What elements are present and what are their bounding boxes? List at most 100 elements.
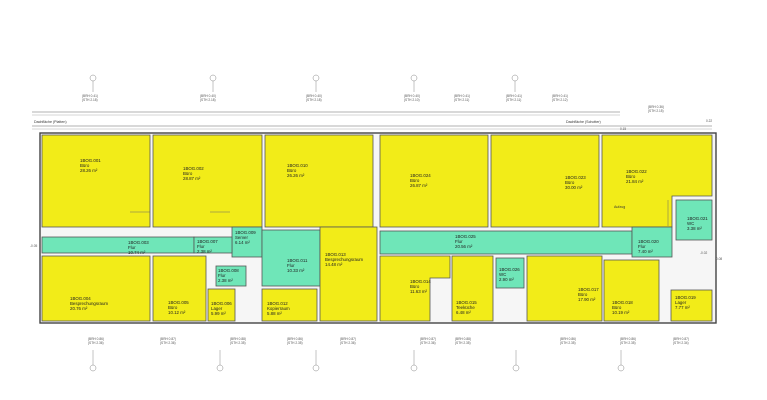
room-name: Besprechungsraum xyxy=(325,257,363,262)
room-id: 1BOG.013 xyxy=(325,252,346,257)
room-id: 1BOG.026 xyxy=(499,267,520,272)
bottom-level-b: (STH 2.36) xyxy=(420,341,436,345)
level-mark: 0.22 xyxy=(706,119,712,123)
office-002[interactable]: 1BOG.002 Büro 28.87 m² xyxy=(152,134,263,228)
top-level-a: (BRH 0.41) xyxy=(552,94,568,98)
office-023[interactable]: 1BOG.023 Büro 30.00 m² xyxy=(490,134,600,228)
room-area: 7.40 m² xyxy=(638,249,653,254)
bottom-level-annotations: (BRH 0.86) (STH 2.36) (BRH 0.87) (STH 2.… xyxy=(88,337,689,345)
bottom-level-b: (STH 2.35) xyxy=(230,341,246,345)
office-001[interactable]: 1BOG.001 Büro 28.26 m² xyxy=(41,134,151,228)
wc-026[interactable]: 1BOG.026 WC 2.90 m² xyxy=(495,257,525,289)
top-level-a: (BRH 0.40) xyxy=(404,94,420,98)
room-name: Büro xyxy=(183,171,193,176)
bottom-level-a: (BRH 0.88) xyxy=(230,337,246,341)
office-017[interactable]: 1BOG.017 Büro 17.90 m² xyxy=(526,255,603,322)
office-010[interactable]: 1BOG.010 Büro 26.26 m² xyxy=(264,134,374,228)
room-area: 10.74 m² xyxy=(128,250,146,255)
room-name: WC xyxy=(687,221,694,226)
room-id: 1BOG.004 xyxy=(70,296,91,301)
level-mark: 0.08 xyxy=(716,257,722,261)
storage-019[interactable]: 1BOG.019 Lager 7.77 m² xyxy=(670,289,713,322)
room-id: 1BOG.021 xyxy=(687,216,708,221)
room-area: 7.77 m² xyxy=(675,305,690,310)
top-level-b: (STH 2.11) xyxy=(454,98,469,102)
office-024[interactable]: 1BOG.024 Büro 26.87 m² xyxy=(379,134,489,228)
room-name: Lager xyxy=(675,300,687,305)
room-id: 1BOG.019 xyxy=(675,295,696,300)
corridor-003[interactable]: 1BOG.003 Flur 10.74 m² xyxy=(41,236,195,255)
corridor-007[interactable]: 1BOG.007 Flur 2.38 m² xyxy=(193,236,233,254)
room-id: 1BOG.006 xyxy=(211,301,232,306)
top-level-b: (STH 2.10) xyxy=(404,98,420,102)
bottom-level-a: (BRH 0.88) xyxy=(455,337,471,341)
room-name: Büro xyxy=(287,168,297,173)
room-name: Büro xyxy=(578,292,588,297)
window-bands xyxy=(41,200,669,227)
level-mark: -0.02 xyxy=(700,251,707,255)
room-name: Flur xyxy=(197,244,205,249)
room-name: WC xyxy=(499,272,506,277)
room-id: 1BOG.010 xyxy=(287,163,308,168)
room-id: 1BOG.015 xyxy=(456,300,477,305)
roof-note-left: Dachfläche (Platten) xyxy=(34,120,67,124)
top-level-annotations: (BRH 0.41) (STH 2.18) (BRH 0.40) (STH 2.… xyxy=(82,94,664,113)
axis-markers-bottom xyxy=(89,350,625,372)
level-mark: 0.15 xyxy=(620,127,626,131)
bottom-level-a: (BRH 0.87) xyxy=(673,337,689,341)
room-id: 1BOG.018 xyxy=(612,300,633,305)
room-area: 3.38 m² xyxy=(687,226,702,231)
room-area: 21.84 m² xyxy=(626,179,644,184)
room-id: 1BOG.009 xyxy=(235,230,256,235)
room-name: Teeküche xyxy=(456,305,475,310)
office-018[interactable]: 1BOG.018 Büro 10.19 m² xyxy=(603,259,660,322)
room-area: 10.33 m² xyxy=(287,268,305,273)
meeting-013[interactable]: 1BOG.013 Besprechungsraum 14.48 m² xyxy=(319,226,378,322)
room-area: 17.90 m² xyxy=(578,297,596,302)
room-area: 2.90 m² xyxy=(499,277,514,282)
room-id: 1BOG.002 xyxy=(183,166,204,171)
axis-markers-top xyxy=(89,74,519,92)
office-022[interactable]: 1BOG.022 Büro 21.84 m² xyxy=(601,134,713,228)
room-area: 20.76 m² xyxy=(70,306,88,311)
roof-line xyxy=(32,111,712,130)
room-area: 28.26 m² xyxy=(80,168,98,173)
office-005[interactable]: 1BOG.005 Büro 10.12 m² xyxy=(152,255,207,322)
kitchen-015[interactable]: 1BOG.015 Teeküche 6.48 m² xyxy=(451,255,494,322)
bottom-level-b: (STH 2.36) xyxy=(88,341,104,345)
room-name: Lager xyxy=(211,306,223,311)
room-id: 1BOG.012 xyxy=(267,301,288,306)
top-level-b: (STH 2.18) xyxy=(306,98,322,102)
server-009[interactable]: 1BOG.009 Server 6.14 m² xyxy=(231,226,263,258)
room-id: 1BOG.001 xyxy=(80,158,101,163)
room-area: 30.00 m² xyxy=(565,185,583,190)
room-id: 1BOG.022 xyxy=(626,169,647,174)
room-name: Büro xyxy=(168,305,178,310)
room-area: 26.87 m² xyxy=(410,183,428,188)
bottom-level-b: (STH 2.35) xyxy=(455,341,471,345)
storage-006[interactable]: 1BOG.006 Lager 5.99 m² xyxy=(207,288,236,322)
wc-021[interactable]: 1BOG.021 WC 3.38 m² xyxy=(675,199,713,241)
bottom-level-a: (BRH 0.86) xyxy=(287,337,303,341)
room-area: 10.19 m² xyxy=(612,310,630,315)
corridor-008[interactable]: 1BOG.008 Flur 2.38 m² xyxy=(215,265,247,287)
meeting-004[interactable]: 1BOG.004 Besprechungsraum 20.76 m² xyxy=(41,255,151,322)
top-level-a: (BRH 0.40) xyxy=(306,94,322,98)
copy-room-012[interactable]: 1BOG.012 Kopierraum 5.88 m² xyxy=(261,288,318,322)
corridor-020[interactable]: 1BOG.020 Flur 7.40 m² xyxy=(631,226,673,258)
room-name: Flur xyxy=(455,239,463,244)
top-level-a: (BRH 0.40) xyxy=(200,94,216,98)
corridor-011[interactable]: 1BOG.011 Flur 10.33 m² xyxy=(261,229,321,287)
bottom-level-b: (STH 2.34) xyxy=(673,341,689,345)
room-id: 1BOG.020 xyxy=(638,239,659,244)
room-area: 14.48 m² xyxy=(325,262,343,267)
room-name: Büro xyxy=(565,180,575,185)
room-name: Kopierraum xyxy=(267,306,290,311)
room-area: 6.14 m² xyxy=(235,240,250,245)
bottom-level-a: (BRH 0.87) xyxy=(420,337,436,341)
room-name: Büro xyxy=(626,174,636,179)
office-014[interactable]: 1BOG.014 Büro 11.63 m² xyxy=(379,255,451,322)
room-id: 1BOG.003 xyxy=(128,240,149,245)
room-name: Flur xyxy=(218,273,226,278)
corridor-025[interactable]: 1BOG.025 Flur 20.56 m² xyxy=(379,230,633,255)
